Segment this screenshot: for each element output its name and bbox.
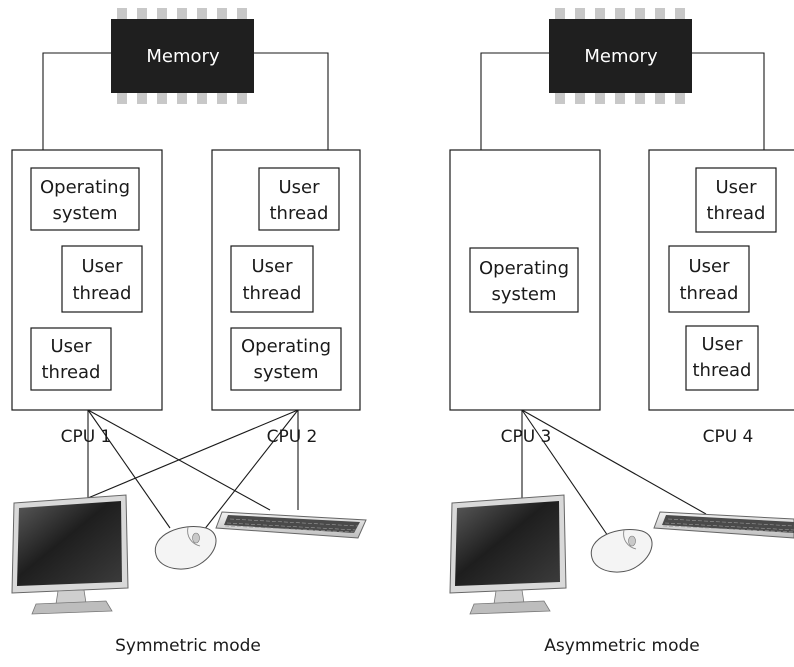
cpu4-block1-line2: thread (706, 203, 765, 224)
cpu1-block2-line1: User (81, 256, 123, 277)
memory-label: Memory (146, 46, 220, 67)
asymmetric-caption: Asymmetric mode (544, 636, 699, 656)
cpu2-block2-line2: thread (242, 283, 301, 304)
cpu4-box: User thread User thread User thread (648, 149, 794, 411)
cpu1-block1-line2: system (52, 203, 117, 224)
cpu4-label: CPU 4 (703, 427, 754, 447)
cpu3-block1-line1: Operating (479, 258, 569, 279)
symmetric-panel: Memory Operating system User thread User… (11, 8, 367, 656)
cpu4-block2-line2: thread (679, 283, 738, 304)
keyboard-icon-right (653, 511, 794, 539)
memory-label-right: Memory (584, 46, 658, 67)
cpu1-label: CPU 1 (61, 427, 112, 447)
symmetric-connections (87, 409, 299, 536)
monitor-icon (11, 494, 129, 615)
cpu1-block3-line1: User (50, 336, 92, 357)
cpu1-block3-line2: thread (41, 362, 100, 383)
cpu1-box: Operating system User thread User thread (11, 149, 163, 411)
cpu4-block1-line1: User (715, 177, 757, 198)
cpu3-label: CPU 3 (501, 427, 552, 447)
keyboard-icon (215, 511, 367, 539)
cpu1-block2-line2: thread (72, 283, 131, 304)
mouse-icon (154, 526, 217, 570)
mouse-icon-right (590, 529, 653, 573)
cpu4-block3-line1: User (701, 334, 743, 355)
cpu1-block1-line1: Operating (40, 177, 130, 198)
cpu2-block2-line1: User (251, 256, 293, 277)
cpu4-block2-line1: User (688, 256, 730, 277)
cpu2-block1-line1: User (278, 177, 320, 198)
cpu2-label: CPU 2 (267, 427, 318, 447)
cpu4-block3-line2: thread (692, 360, 751, 381)
cpu3-block1-line2: system (491, 284, 556, 305)
cpu2-block3-line1: Operating (241, 336, 331, 357)
cpu2-box: User thread User thread Operating system (211, 149, 361, 411)
cpu3-box: Operating system (449, 149, 601, 411)
cpu2-block3-line2: system (253, 362, 318, 383)
symmetric-caption: Symmetric mode (115, 636, 261, 656)
asymmetric-panel: Memory Operating system CPU 3 User threa… (449, 8, 794, 656)
memory-chip-right: Memory (549, 8, 692, 104)
cpu2-block1-line2: thread (269, 203, 328, 224)
asymmetric-connections (521, 409, 707, 537)
monitor-icon-right (449, 494, 567, 615)
memory-chip-left: Memory (111, 8, 254, 104)
